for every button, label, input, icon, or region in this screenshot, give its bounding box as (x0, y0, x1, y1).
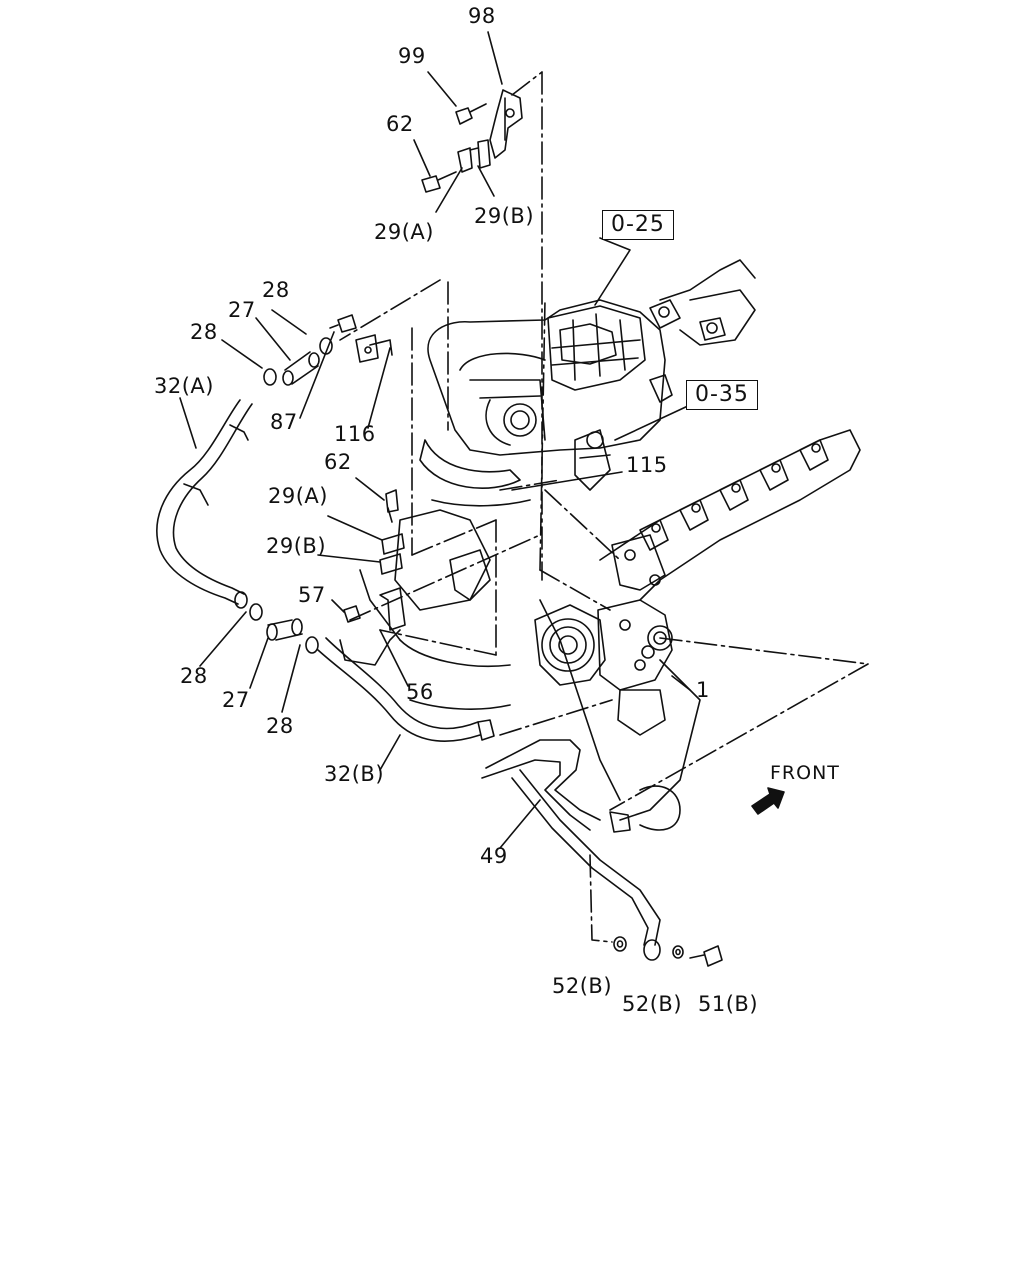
callout-28-d: 28 (266, 714, 294, 738)
callout-1: 1 (696, 678, 710, 702)
callout-28-c: 28 (180, 664, 208, 688)
callout-56: 56 (406, 680, 434, 704)
reference-lines (339, 279, 869, 943)
callout-99: 99 (398, 44, 426, 68)
callout-116: 116 (334, 422, 376, 446)
callout-57: 57 (298, 583, 326, 607)
bolt-62-top-icon (421, 171, 457, 193)
washer-52b-right-icon (672, 945, 684, 959)
reference-0-25[interactable]: 0-25 (602, 210, 674, 241)
front-arrow-icon (751, 787, 785, 815)
callout-98: 98 (468, 4, 496, 28)
callout-29b-top: 29(B) (474, 204, 535, 228)
exhaust-manifold-upper (649, 259, 756, 403)
top-bracket-assembly (421, 89, 523, 193)
callout-115: 115 (626, 453, 668, 477)
callout-29a-top: 29(A) (374, 220, 434, 244)
callout-49: 49 (480, 844, 508, 868)
hose-coupler-lower (249, 603, 319, 654)
callout-52b-1: 52(B) (552, 974, 613, 998)
callout-28-a: 28 (262, 278, 290, 302)
callout-32a: 32(A) (154, 374, 214, 398)
callout-27-bottom: 27 (222, 688, 250, 712)
callout-32b: 32(B) (324, 762, 385, 786)
pipe-49 (481, 739, 661, 961)
callout-28-b: 28 (190, 320, 218, 344)
bolt-87-icon (329, 314, 357, 333)
callout-87: 87 (270, 410, 298, 434)
callout-27-top: 27 (228, 298, 256, 322)
leader-lines (179, 237, 691, 849)
reference-0-35[interactable]: 0-35 (686, 380, 758, 411)
front-label: FRONT (770, 762, 840, 784)
washer-52b-left-icon (613, 936, 627, 952)
hose-32b (317, 637, 495, 742)
bolt-99-icon (455, 103, 487, 125)
callout-62-top: 62 (386, 112, 414, 136)
callout-29b-mid: 29(B) (266, 534, 327, 558)
bracket-116 (355, 334, 393, 363)
callout-51b: 51(B) (698, 992, 759, 1016)
engine-block (359, 509, 701, 831)
callout-52b-2: 52(B) (622, 992, 683, 1016)
exhaust-manifold-lower (599, 429, 861, 601)
water-pump (534, 599, 673, 691)
bolt-51b-icon (689, 945, 723, 967)
hose-32a (156, 399, 253, 609)
hose-coupler-upper (263, 337, 333, 386)
callout-62-mid: 62 (324, 450, 352, 474)
callout-29a-mid: 29(A) (268, 484, 328, 508)
